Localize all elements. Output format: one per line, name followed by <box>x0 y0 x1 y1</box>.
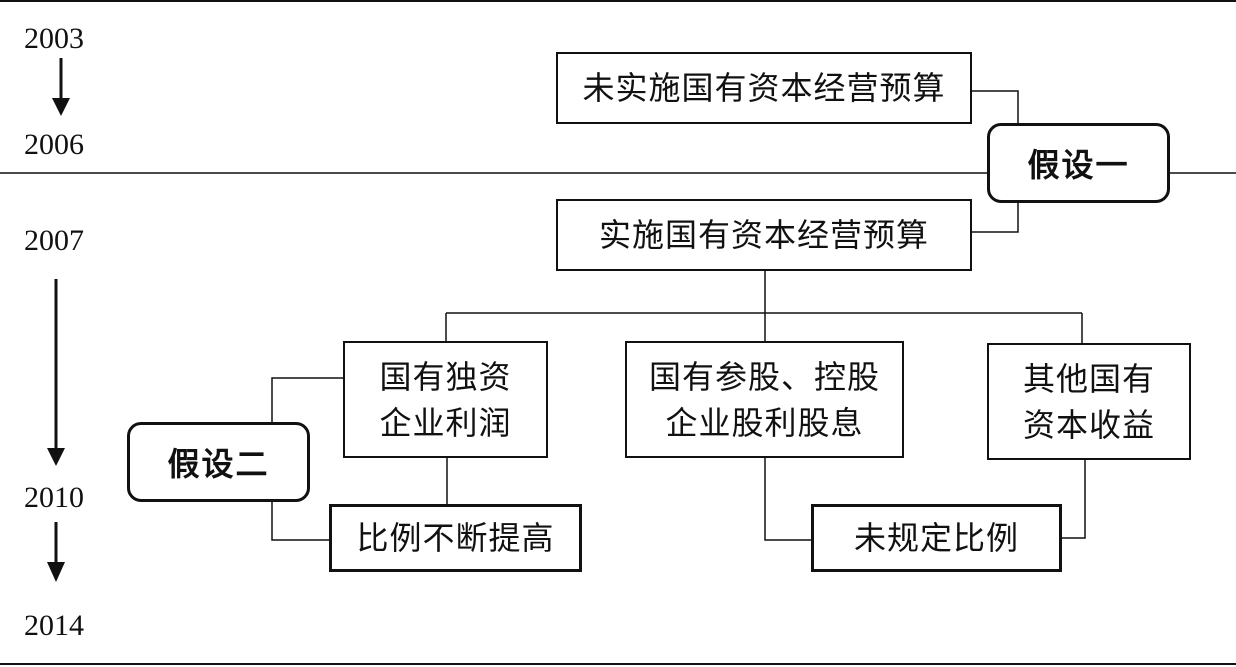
box-sole-state-profit: 国有独资 企业利润 <box>343 341 548 458</box>
box-other-capital-income: 其他国有 资本收益 <box>987 343 1191 460</box>
hypothesis-one: 假设一 <box>987 123 1170 203</box>
year-2014: 2014 <box>24 609 84 642</box>
year-2006: 2006 <box>24 128 84 161</box>
arrow-2007-2010 <box>47 279 65 466</box>
arrow-2003-2006 <box>52 58 70 116</box>
holding-to-unspecified <box>764 456 812 541</box>
box-state-holding-dividends: 国有参股、控股 企业股利股息 <box>625 341 904 458</box>
h2-link-top <box>271 377 345 425</box>
h2-link-bottom <box>271 499 331 541</box>
year-2007: 2007 <box>24 224 84 257</box>
box-implemented: 实施国有资本经营预算 <box>556 199 972 271</box>
box-not-implemented: 未实施国有资本经营预算 <box>556 52 972 124</box>
other-to-unspecified <box>1061 458 1086 539</box>
arrow-2010-2014 <box>47 522 65 582</box>
box-ratio-increasing: 比例不断提高 <box>329 504 582 572</box>
h1-link-top <box>970 90 1019 126</box>
hypothesis-two: 假设二 <box>127 422 310 502</box>
h1-link-bottom <box>970 200 1019 233</box>
year-2003: 2003 <box>24 22 84 55</box>
box-ratio-unspecified: 未规定比例 <box>811 504 1062 572</box>
year-2010: 2010 <box>24 481 84 514</box>
